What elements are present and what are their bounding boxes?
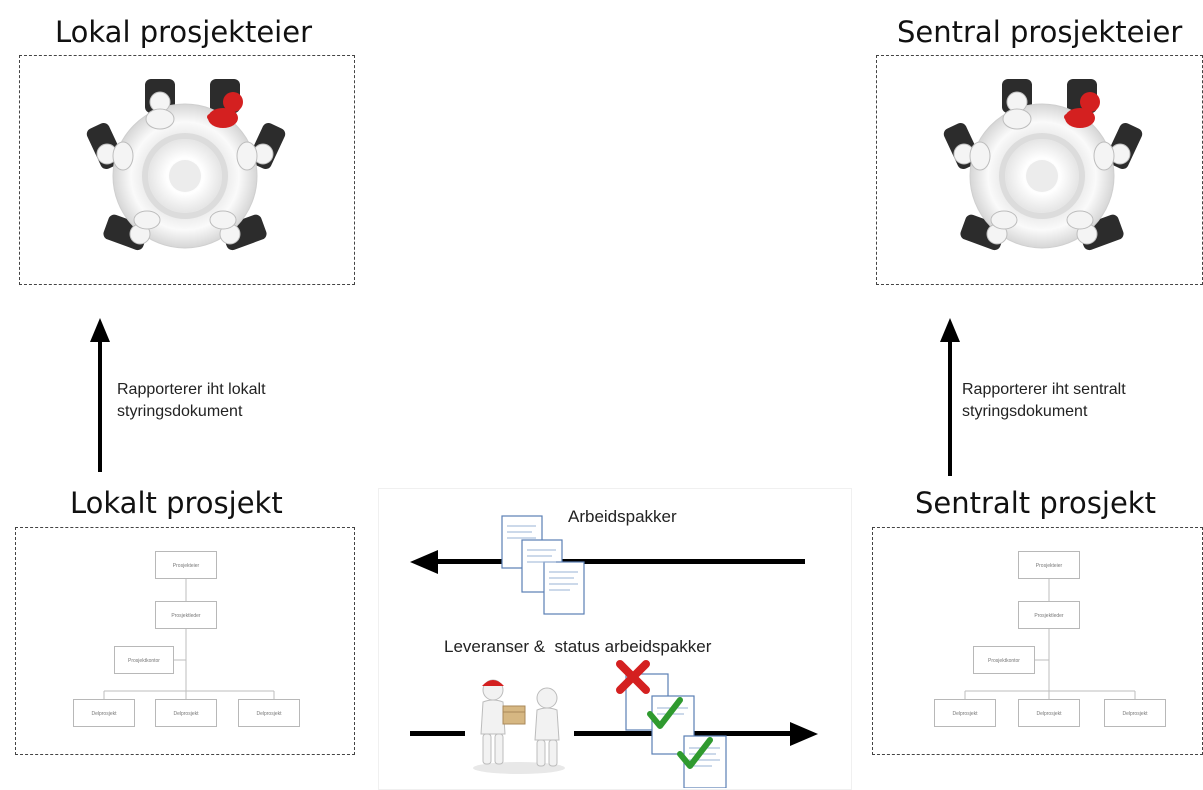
right-report-text: Rapporterer iht sentralt styringsdokumen…: [962, 381, 1126, 420]
central-project-box: Prosjekteier Prosjektleder Prosjektkonto…: [872, 527, 1203, 755]
org-node-sub: Delprosjekt: [1018, 699, 1080, 727]
left-report-arrow: [90, 318, 110, 472]
meeting-table-illustration: [86, 79, 286, 251]
local-project-box: Prosjekteier Prosjektleder Prosjektkonto…: [15, 527, 355, 755]
org-node-sub: Delprosjekt: [238, 699, 300, 727]
deliveries-label: Leveranser & status arbeidspakker: [444, 637, 712, 656]
org-node-owner: Prosjekteier: [155, 551, 217, 579]
org-node-leader: Prosjektleder: [155, 601, 217, 629]
work-packages-label: Arbeidspakker: [568, 507, 677, 526]
org-node-office: Prosjektkontor: [114, 646, 174, 674]
org-node-sub: Delprosjekt: [934, 699, 996, 727]
right-report-arrow: [940, 318, 960, 476]
cross-icon: [616, 660, 650, 694]
left-report-text: Rapporterer iht lokalt styringsdokument: [117, 381, 266, 420]
central-owner-title: Sentral prosjekteier: [897, 15, 1183, 49]
local-project-title: Lokalt prosjekt: [70, 486, 283, 520]
local-owner-title: Lokal prosjekteier: [55, 15, 312, 49]
exchange-panel: [378, 488, 852, 790]
org-node-sub: Delprosjekt: [73, 699, 135, 727]
work-packages-arrow: [410, 550, 805, 574]
status-document-stack-icon: [616, 660, 727, 788]
central-project-title: Sentralt prosjekt: [915, 486, 1156, 520]
delivery-people-illustration: [465, 672, 573, 778]
local-owner-box: [19, 55, 355, 285]
central-owner-box: [876, 55, 1203, 285]
org-node-sub: Delprosjekt: [1104, 699, 1166, 727]
org-node-office: Prosjektkontor: [973, 646, 1035, 674]
org-node-owner: Prosjekteier: [1018, 551, 1080, 579]
org-node-leader: Prosjektleder: [1018, 601, 1080, 629]
meeting-table-illustration: [943, 79, 1143, 251]
document-stack-icon: [501, 515, 585, 615]
org-node-sub: Delprosjekt: [155, 699, 217, 727]
